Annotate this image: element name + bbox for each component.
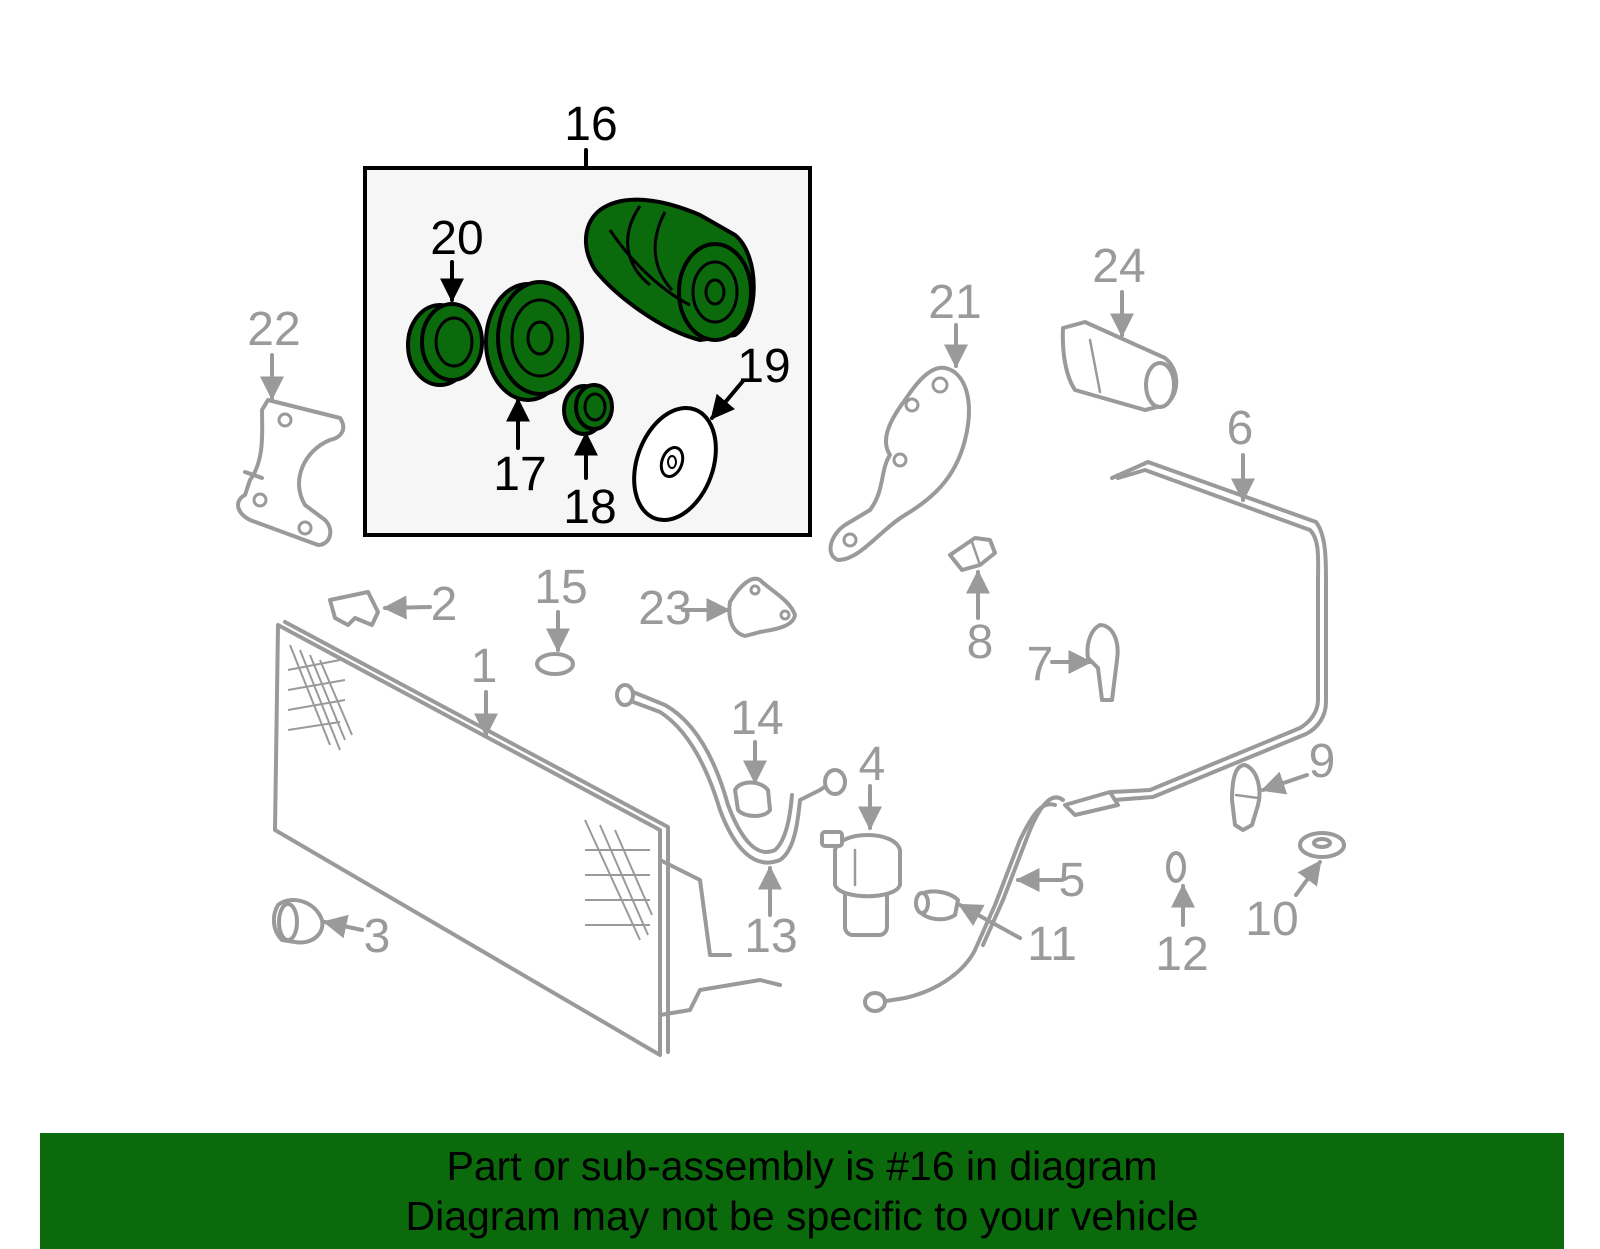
valve-part-8[interactable] bbox=[948, 536, 997, 572]
callout-14: 14 bbox=[730, 692, 783, 745]
callout-19: 19 bbox=[737, 340, 790, 393]
callout-18: 18 bbox=[563, 481, 616, 534]
callout-16: 16 bbox=[564, 98, 617, 151]
receiver-drier-part-4[interactable] bbox=[820, 830, 902, 937]
callout-21: 21 bbox=[928, 276, 981, 329]
mount-part-23[interactable] bbox=[727, 576, 797, 638]
condenser-part-1[interactable] bbox=[273, 620, 782, 1057]
cap-part-14[interactable] bbox=[733, 780, 772, 818]
clip-part-2[interactable] bbox=[328, 590, 380, 627]
compressor-part[interactable] bbox=[583, 197, 756, 342]
grommet-part-3[interactable] bbox=[271, 898, 325, 945]
callout-1: 1 bbox=[471, 640, 498, 693]
callout-20: 20 bbox=[430, 212, 483, 265]
callout-5: 5 bbox=[1059, 854, 1086, 907]
callout-12: 12 bbox=[1155, 928, 1208, 981]
banner-line-2: Diagram may not be specific to your vehi… bbox=[405, 1193, 1199, 1239]
switch-part-11[interactable] bbox=[914, 889, 960, 922]
callout-4: 4 bbox=[859, 738, 886, 791]
callout-17: 17 bbox=[493, 448, 546, 501]
clamp-part-7[interactable] bbox=[1085, 623, 1120, 702]
o-ring-part-15[interactable] bbox=[535, 652, 575, 676]
valve-part-9[interactable] bbox=[1230, 763, 1262, 832]
clutch-hub-part[interactable] bbox=[406, 302, 484, 387]
callout-22: 22 bbox=[247, 303, 300, 356]
accumulator-part-24[interactable] bbox=[1060, 320, 1179, 412]
callout-6: 6 bbox=[1227, 402, 1254, 455]
shim-plate-part[interactable] bbox=[619, 397, 730, 532]
callout-24: 24 bbox=[1092, 240, 1145, 293]
callout-15: 15 bbox=[534, 561, 587, 614]
callout-23: 23 bbox=[638, 582, 691, 635]
pulley-part[interactable] bbox=[484, 280, 584, 402]
o-ring-part-12[interactable] bbox=[1166, 851, 1186, 883]
hose-part-13[interactable] bbox=[626, 698, 837, 865]
leader-19 bbox=[710, 379, 745, 420]
bracket-part-22[interactable] bbox=[236, 398, 346, 547]
bracket-part-21[interactable] bbox=[828, 365, 971, 562]
liquid-line-part-6[interactable] bbox=[1088, 468, 1321, 802]
washer-part-10[interactable] bbox=[1298, 831, 1346, 859]
callout-3: 3 bbox=[364, 910, 391, 963]
callout-9: 9 bbox=[1309, 735, 1336, 788]
callout-13: 13 bbox=[744, 910, 797, 963]
callout-7: 7 bbox=[1027, 638, 1054, 691]
callout-8: 8 bbox=[967, 616, 994, 669]
callout-10: 10 bbox=[1245, 893, 1298, 946]
banner-line-1: Part or sub-assembly is #16 in diagram bbox=[446, 1143, 1158, 1189]
callout-2: 2 bbox=[431, 578, 458, 631]
info-banner: Part or sub-assembly is #16 in diagram D… bbox=[40, 1133, 1564, 1249]
coil-part[interactable] bbox=[562, 383, 614, 436]
callout-11: 11 bbox=[1027, 918, 1077, 971]
grey-leaders bbox=[260, 290, 1322, 940]
